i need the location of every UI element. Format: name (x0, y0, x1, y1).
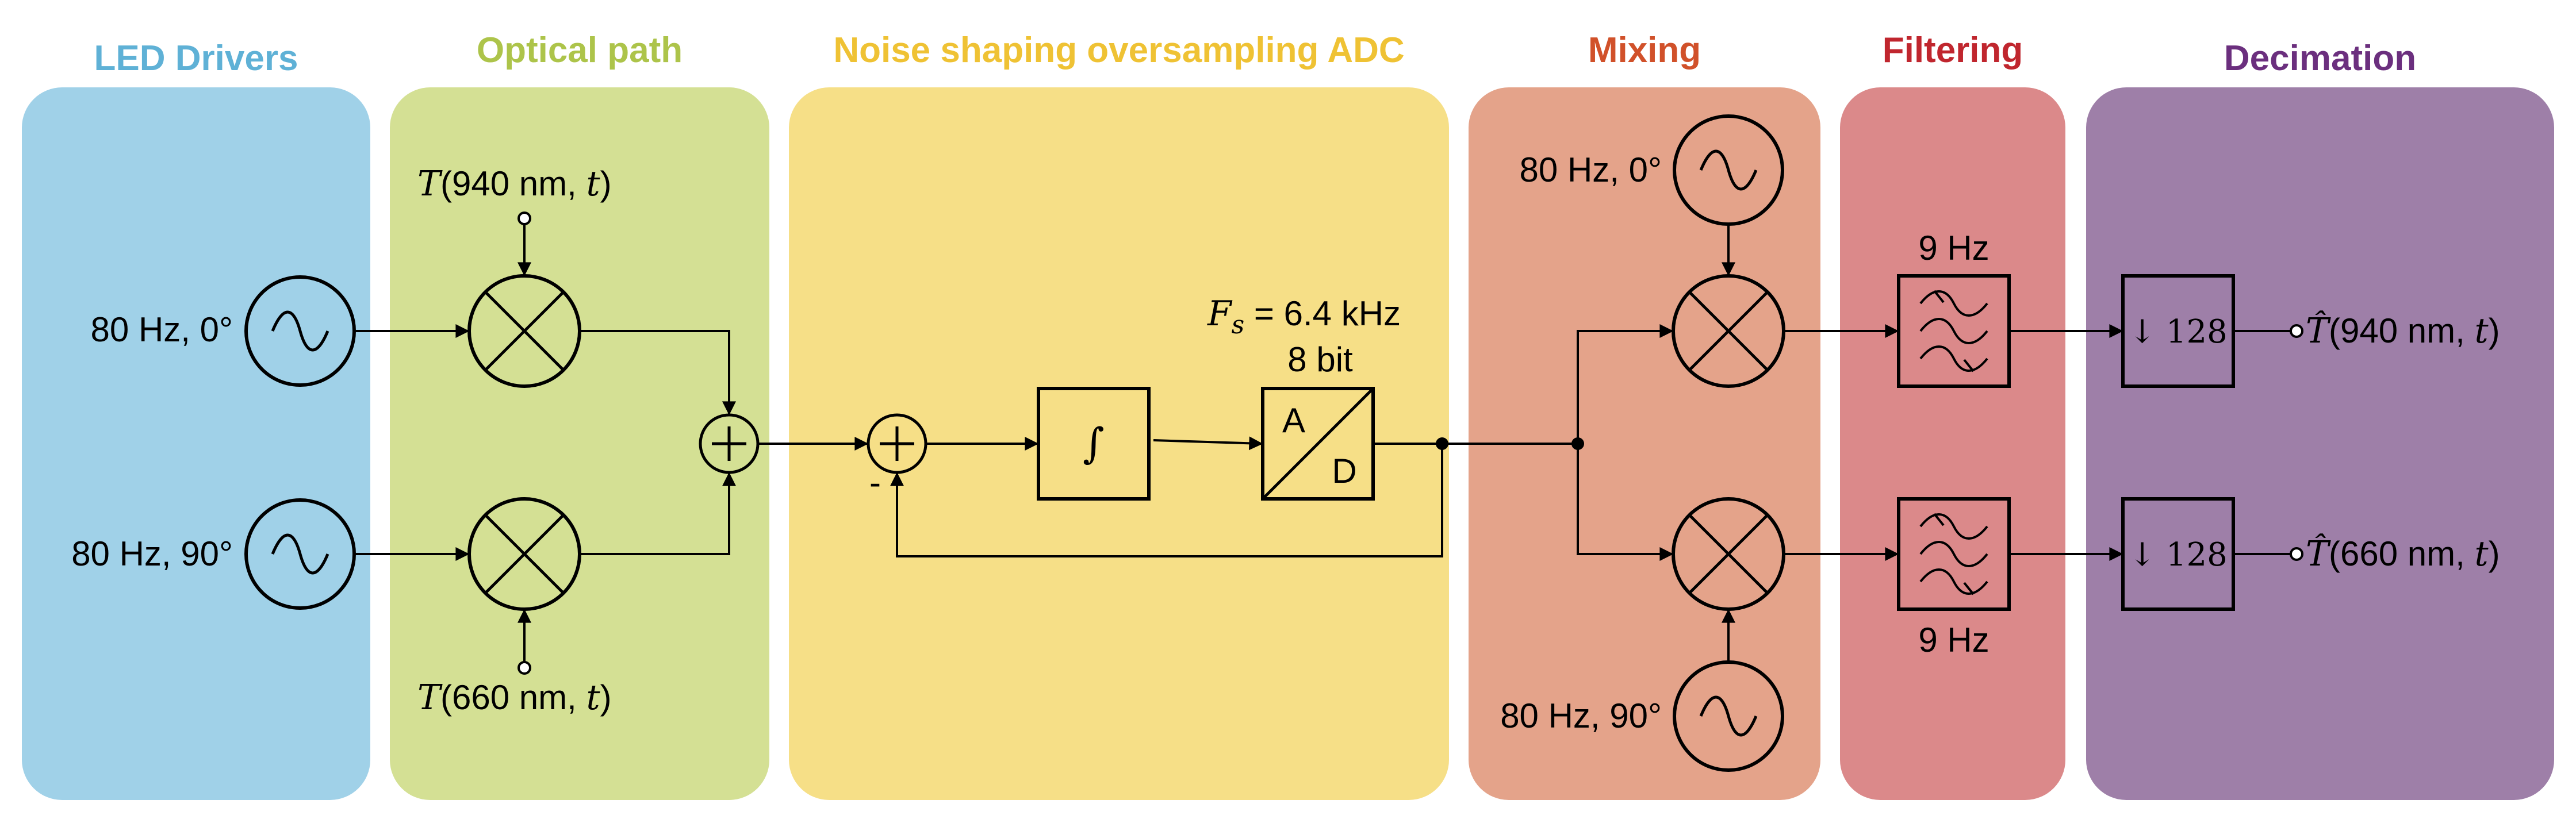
ad-converter-d-label: D (1332, 452, 1356, 490)
ad-converter-a-label: A (1282, 401, 1305, 440)
transmittance-940-label: T(940 nm, t) (417, 164, 612, 204)
decimator-2-label: ↓ 128 (2129, 536, 2228, 574)
title-adc: Noise shaping oversampling ADC (833, 30, 1404, 70)
section-led-drivers (22, 87, 370, 800)
section-adc (789, 87, 1449, 800)
led-osc1-label: 80 Hz, 0° (91, 310, 233, 349)
integrator-symbol: ∫ (1083, 419, 1105, 467)
mix-osc2-label: 80 Hz, 90° (1500, 697, 1662, 735)
title-filtering: Filtering (1883, 30, 2023, 70)
ad-converter-diagonal (1262, 387, 1374, 500)
title-decimation: Decimation (2224, 39, 2416, 78)
t660-input-port (518, 661, 531, 675)
output-940-label: T̂(940 nm, t) (2306, 310, 2500, 351)
filter2-cutoff-label: 9 Hz (1918, 621, 1989, 659)
output-660-label: T̂(660 nm, t) (2306, 533, 2500, 574)
title-mixing: Mixing (1588, 30, 1701, 70)
signal-wires (354, 224, 2291, 662)
t940-input-port (518, 211, 531, 225)
output-940-port (2290, 324, 2303, 338)
transmittance-660-label: T(660 nm, t) (417, 678, 612, 718)
adc-bit-depth-label: 8 bit (1287, 340, 1353, 379)
section-optical-path (390, 87, 769, 800)
led-osc2-label: 80 Hz, 90° (71, 534, 233, 573)
section-filtering (1840, 87, 2065, 800)
mix-osc1-label: 80 Hz, 0° (1520, 151, 1662, 189)
section-decimation (2086, 87, 2554, 800)
title-optical-path: Optical path (477, 30, 683, 70)
mixer-split-junction-dot (1571, 437, 1584, 450)
sampling-frequency-label: Fs = 6.4 kHz (1207, 294, 1401, 340)
filter1-cutoff-label: 9 Hz (1918, 229, 1989, 267)
adc-output-junction-dot (1436, 437, 1448, 450)
feedback-minus-sign: - (869, 463, 881, 502)
output-660-port (2290, 547, 2303, 561)
decimator-1-label: ↓ 128 (2129, 313, 2228, 351)
title-led-drivers: LED Drivers (94, 39, 298, 78)
